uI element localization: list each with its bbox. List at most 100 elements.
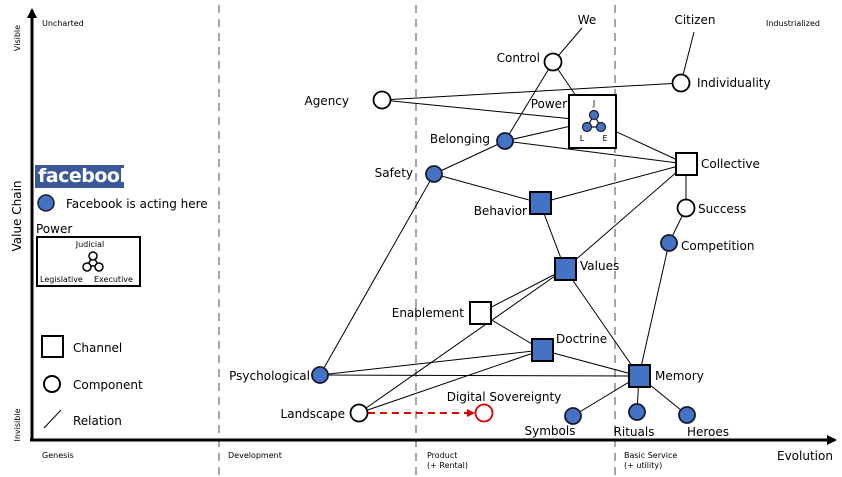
belonging-component-icon (496, 132, 514, 150)
values-channel-icon (554, 257, 577, 281)
stage-product-sub: (+ Rental) (427, 461, 468, 470)
landscape-label: Landscape (281, 407, 345, 421)
node-safety[interactable]: Safety (375, 165, 443, 183)
node-collective[interactable]: Collective (675, 152, 760, 176)
relation-agency-individuality (381, 82, 682, 101)
legend-acting-icon (37, 194, 55, 212)
legend-power-executive: Executive (94, 275, 133, 284)
legend-power-triad-icon (82, 251, 104, 272)
control-component-icon (543, 52, 563, 72)
legend-channel-label: Channel (73, 341, 122, 355)
psychological-label: Psychological (229, 369, 310, 383)
relation-behavior-collective (539, 163, 687, 204)
relation-values-memory (564, 268, 640, 377)
landscape-component-icon (349, 403, 369, 423)
y-axis-title: Value Chain (10, 180, 24, 251)
stage-dividers (218, 5, 616, 477)
safety-component-icon (425, 165, 443, 183)
legend-power-title: Power (36, 222, 72, 236)
node-agency[interactable]: Agency (304, 90, 392, 110)
node-behavior[interactable]: Behavior (474, 191, 552, 218)
heroes-label: Heroes (687, 425, 729, 439)
node-success[interactable]: Success (676, 198, 747, 218)
corner-uncharted: Uncharted (42, 19, 84, 28)
legend-power-judicial: Judicial (75, 240, 104, 249)
success-label: Success (698, 202, 746, 216)
x-axis-title: Evolution (777, 449, 833, 463)
individuality-label: Individuality (697, 76, 771, 90)
node-citizen[interactable]: Citizen (674, 13, 715, 27)
relation-values-enablement (479, 268, 566, 314)
behavior-channel-icon (529, 191, 552, 215)
node-memory[interactable]: Memory (628, 364, 704, 388)
we-label: We (578, 13, 597, 27)
relations (319, 27, 695, 417)
power-label: Power (531, 97, 567, 111)
legend-channel-icon (41, 335, 64, 358)
node-digital-sovereignty[interactable]: Digital Sovereignty (447, 390, 562, 423)
node-rituals[interactable]: Rituals (614, 403, 655, 439)
node-control[interactable]: Control (497, 51, 563, 72)
rituals-component-icon (628, 403, 646, 421)
digital-sovereignty-component-icon (474, 403, 494, 423)
rituals-label: Rituals (614, 425, 655, 439)
symbols-label: Symbols (525, 424, 576, 438)
node-competition[interactable]: Competition (660, 234, 754, 253)
behavior-label: Behavior (474, 204, 527, 218)
doctrine-label: Doctrine (556, 332, 607, 346)
citizen-label: Citizen (674, 13, 715, 27)
node-symbols[interactable]: Symbols (525, 407, 582, 438)
relation-agency-power (381, 99, 594, 122)
digital-sovereignty-label: Digital Sovereignty (447, 390, 562, 404)
relation-competition-memory (638, 242, 670, 377)
node-values[interactable]: Values (554, 257, 619, 281)
y-axis-invisible-label: Invisible (13, 408, 22, 441)
enablement-label: Enablement (392, 306, 465, 320)
legend-acting-label: Facebook is acting here (66, 197, 208, 211)
node-individuality[interactable]: Individuality (671, 73, 771, 93)
agency-component-icon (372, 90, 392, 110)
stage-development: Development (228, 451, 282, 460)
relation-doctrine-landscape (358, 349, 543, 414)
relation-control-belonging (504, 61, 554, 142)
node-heroes[interactable]: Heroes (678, 406, 729, 439)
power-j-label: J (592, 99, 595, 108)
stage-product: Product (427, 451, 457, 460)
power-l-label: L (580, 134, 585, 143)
relation-safety-behavior (433, 173, 541, 204)
node-doctrine[interactable]: Doctrine (531, 332, 607, 362)
node-we[interactable]: We (578, 13, 597, 27)
heroes-component-icon (678, 406, 696, 424)
success-component-icon (676, 198, 696, 218)
belonging-label: Belonging (430, 132, 490, 146)
relation-collective-values (564, 163, 687, 270)
node-psychological[interactable]: Psychological (229, 366, 329, 384)
legend-power-box (36, 236, 141, 287)
node-belonging[interactable]: Belonging (430, 132, 514, 150)
relation-values-landscape (358, 268, 566, 414)
competition-component-icon (660, 234, 678, 252)
y-axis-visible-label: Visible (13, 25, 22, 51)
node-enablement[interactable]: Enablement (392, 301, 492, 325)
stage-basic-service: Basic Service (624, 451, 677, 460)
memory-label: Memory (655, 369, 704, 383)
legend: Facebook is acting here Power Judicial L… (36, 194, 208, 429)
relation-belonging-collective (504, 140, 687, 165)
legend-relation-label: Relation (73, 414, 122, 428)
safety-label: Safety (375, 166, 413, 180)
doctrine-channel-icon (531, 338, 554, 362)
individuality-component-icon (671, 73, 691, 93)
relation-belonging-safety (433, 140, 506, 175)
control-label: Control (497, 51, 540, 65)
facebook-logo: facebook (35, 165, 132, 188)
values-label: Values (580, 259, 619, 273)
collective-label: Collective (701, 157, 760, 171)
relation-psychological-memory (319, 374, 640, 377)
stage-genesis: Genesis (42, 451, 74, 460)
node-landscape[interactable]: Landscape (281, 403, 369, 423)
corner-industrialized: Industrialized (766, 19, 820, 28)
